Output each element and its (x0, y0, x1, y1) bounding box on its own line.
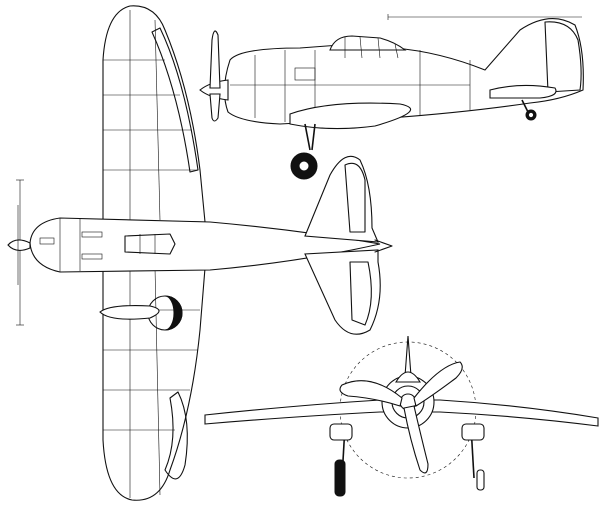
spinner-top (7, 239, 31, 251)
prop-blade-left (339, 380, 403, 407)
rudder (544, 21, 582, 93)
side-view (199, 14, 584, 180)
lower-aileron (164, 391, 188, 480)
prop-blade-right (413, 361, 463, 407)
upper-aileron (151, 27, 199, 173)
upper-stabilizer (304, 155, 379, 243)
fin-front (404, 335, 412, 377)
front-wing (204, 399, 599, 427)
upper-wing (102, 5, 206, 223)
propeller-blade-lower (209, 93, 221, 122)
front-view (204, 335, 599, 497)
tail-wheel-front (476, 469, 485, 491)
wing-side (289, 102, 412, 130)
prop-blade-bottom (403, 405, 429, 474)
main-landing-gear (290, 123, 318, 180)
propeller-blade-upper (209, 30, 221, 89)
lower-wing (102, 267, 206, 501)
tail-wheel (521, 99, 537, 121)
underwing-pod (99, 305, 160, 320)
canopy (329, 35, 407, 51)
front-landing-gear (334, 425, 475, 497)
top-view (7, 5, 393, 501)
roundel-fill (164, 295, 183, 331)
reference-line-left (16, 179, 24, 326)
lower-stabilizer (304, 249, 381, 335)
cockpit-top (124, 233, 176, 255)
tailplane-side (489, 84, 557, 99)
